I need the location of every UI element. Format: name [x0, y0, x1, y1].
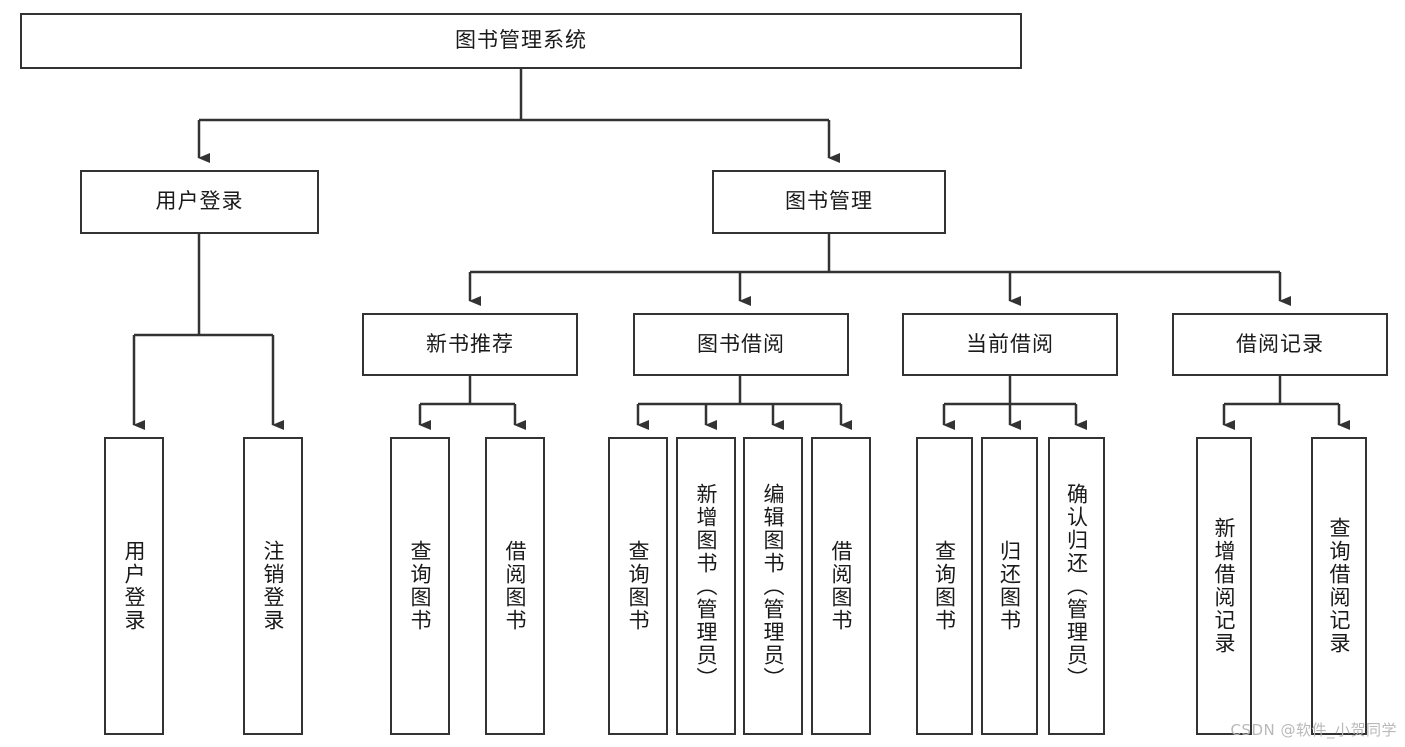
node-label: 注销登录 [261, 540, 286, 632]
node-label: 编辑图书（管理员） [761, 482, 786, 690]
leaf-edit-book-admin[interactable]: 编辑图书（管理员） [743, 437, 803, 735]
leaf-query-book-borrow[interactable]: 查询图书 [608, 437, 668, 735]
node-root-book-management-system[interactable]: 图书管理系统 [20, 13, 1022, 69]
node-borrowing-record[interactable]: 借阅记录 [1172, 313, 1388, 376]
node-label: 借阅记录 [1236, 331, 1324, 356]
leaf-borrow-book[interactable]: 借阅图书 [811, 437, 871, 735]
node-label: 新增图书（管理员） [694, 482, 719, 690]
node-label: 借阅图书 [503, 540, 528, 632]
node-label: 图书借阅 [697, 331, 785, 356]
node-label: 查询图书 [932, 540, 957, 632]
leaf-query-book-current[interactable]: 查询图书 [916, 437, 973, 735]
node-label: 图书管理 [785, 189, 873, 214]
leaf-add-book-admin[interactable]: 新增图书（管理员） [676, 437, 736, 735]
node-label: 确认归还（管理员） [1064, 482, 1089, 690]
node-book-borrowing[interactable]: 图书借阅 [633, 313, 849, 376]
leaf-return-book[interactable]: 归还图书 [981, 437, 1038, 735]
node-label: 查询图书 [408, 540, 433, 632]
leaf-confirm-return-admin[interactable]: 确认归还（管理员） [1048, 437, 1105, 735]
leaf-add-borrow-record[interactable]: 新增借阅记录 [1196, 437, 1252, 735]
node-label: 用户登录 [155, 189, 244, 214]
leaf-user-login[interactable]: 用户登录 [104, 437, 164, 735]
csdn-watermark: CSDN @软件_小贺同学 [1230, 721, 1397, 739]
node-label: 用户登录 [122, 540, 147, 632]
leaf-borrow-book-recommend[interactable]: 借阅图书 [485, 437, 545, 735]
node-label: 图书管理系统 [455, 28, 587, 53]
node-book-management[interactable]: 图书管理 [712, 170, 946, 234]
leaf-query-book-recommend[interactable]: 查询图书 [390, 437, 450, 735]
node-label: 新增借阅记录 [1212, 517, 1237, 655]
node-label: 借阅图书 [829, 540, 854, 632]
node-label: 查询图书 [626, 540, 651, 632]
node-current-borrowing[interactable]: 当前借阅 [902, 313, 1118, 376]
node-label: 当前借阅 [966, 331, 1054, 356]
node-user-login[interactable]: 用户登录 [80, 170, 319, 234]
node-new-book-recommendation[interactable]: 新书推荐 [362, 313, 578, 376]
node-label: 归还图书 [997, 540, 1022, 632]
node-label: 查询借阅记录 [1327, 517, 1352, 655]
leaf-logout[interactable]: 注销登录 [243, 437, 303, 735]
leaf-query-borrow-record[interactable]: 查询借阅记录 [1311, 437, 1367, 735]
node-label: 新书推荐 [426, 331, 514, 356]
